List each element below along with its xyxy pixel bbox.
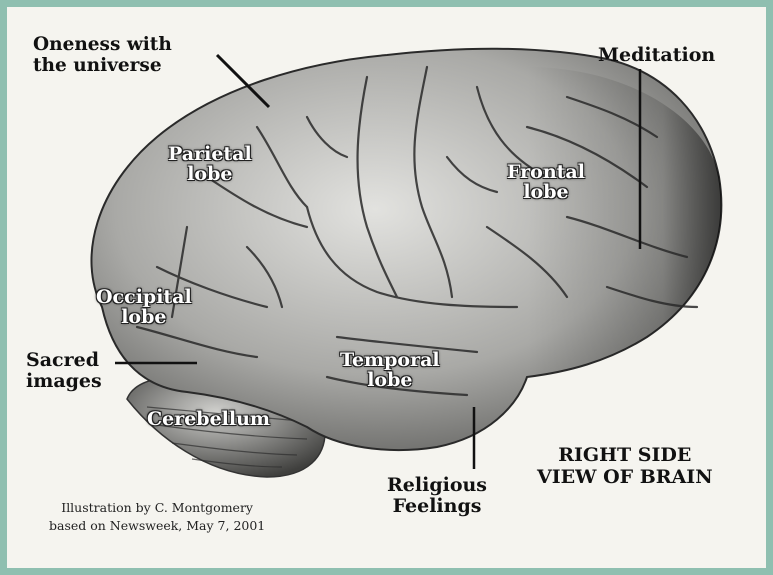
religious-label: Religious Feelings (387, 474, 488, 518)
occipital-lobe-label: Occipital lobe (96, 286, 192, 328)
frontal-lobe-label: Frontal lobe (507, 161, 585, 203)
oneness-label: Oneness with the universe (33, 34, 172, 76)
parietal-lobe-label: Parietal lobe (168, 143, 252, 185)
brain-illustration (90, 47, 723, 478)
sacred-label: Sacred images (26, 349, 102, 393)
diagram-panel: Oneness with the universe Meditation Sac… (7, 7, 766, 568)
meditation-label: Meditation (598, 44, 716, 66)
diagram-title: RIGHT SIDE VIEW OF BRAIN (537, 444, 713, 488)
illustration-credit: Illustration by C. Montgomery based on N… (49, 500, 266, 534)
brain-sulci (135, 65, 699, 397)
cerebellum-label: Cerebellum (147, 408, 271, 430)
temporal-lobe-label: Temporal lobe (340, 349, 440, 391)
oneness-leader-line (215, 53, 271, 109)
